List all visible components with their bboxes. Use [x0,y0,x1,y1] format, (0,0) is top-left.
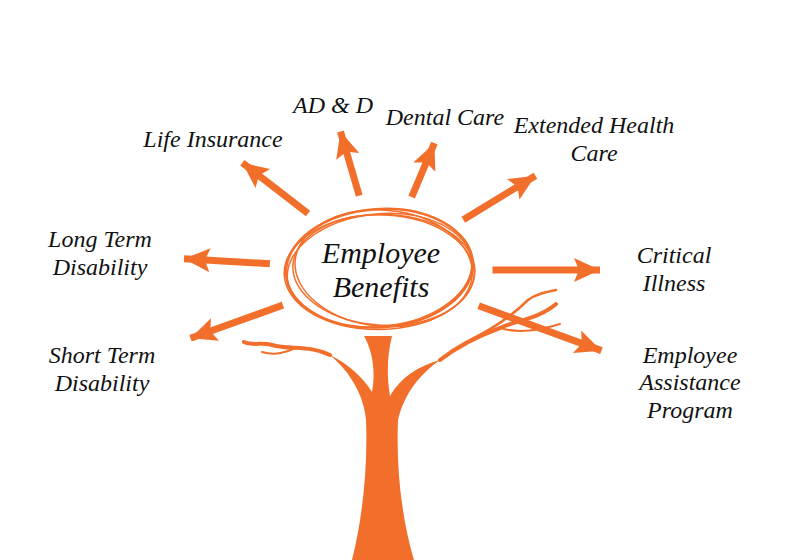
benefit-label: AD & D [267,88,399,124]
center-title: Employee Benefits [306,236,456,305]
tree-branch [244,342,330,355]
scribble-stroke [290,203,477,334]
tree-trunk [330,336,440,560]
scribble-stroke [281,203,476,334]
benefit-label: Life Insurance [137,122,289,158]
arrow-connector [412,143,435,197]
tree-twig [262,348,296,354]
benefit-text: Life Insurance [143,126,283,154]
arrow-connector [242,163,308,214]
benefit-label: Extended Health Care [503,108,685,171]
benefit-text: Dental Care [385,104,505,132]
arrow-connector [184,259,270,264]
scribble-stroke [281,205,477,336]
benefit-text: Critical Illness [614,242,734,297]
benefit-label: Dental Care [379,100,511,136]
benefit-text: Long Term Disability [30,226,170,281]
arrow-connector [493,267,601,274]
benefit-label: Employee Assistance Program [609,338,771,429]
arrow-connector [463,176,535,220]
benefit-label: Long Term Disability [24,222,176,285]
benefit-text: AD & D [273,92,393,120]
benefit-label: Critical Illness [608,238,740,301]
arrow-connector [191,305,283,338]
center-ellipse: Employee Benefits [284,208,479,332]
benefit-label: Short Term Disability [21,338,183,401]
arrow-connector [479,306,602,351]
benefit-text: Employee Assistance Program [615,342,765,425]
benefit-text: Short Term Disability [27,342,177,397]
arrow-connector [340,131,359,195]
benefit-text: Extended Health Care [509,112,679,167]
